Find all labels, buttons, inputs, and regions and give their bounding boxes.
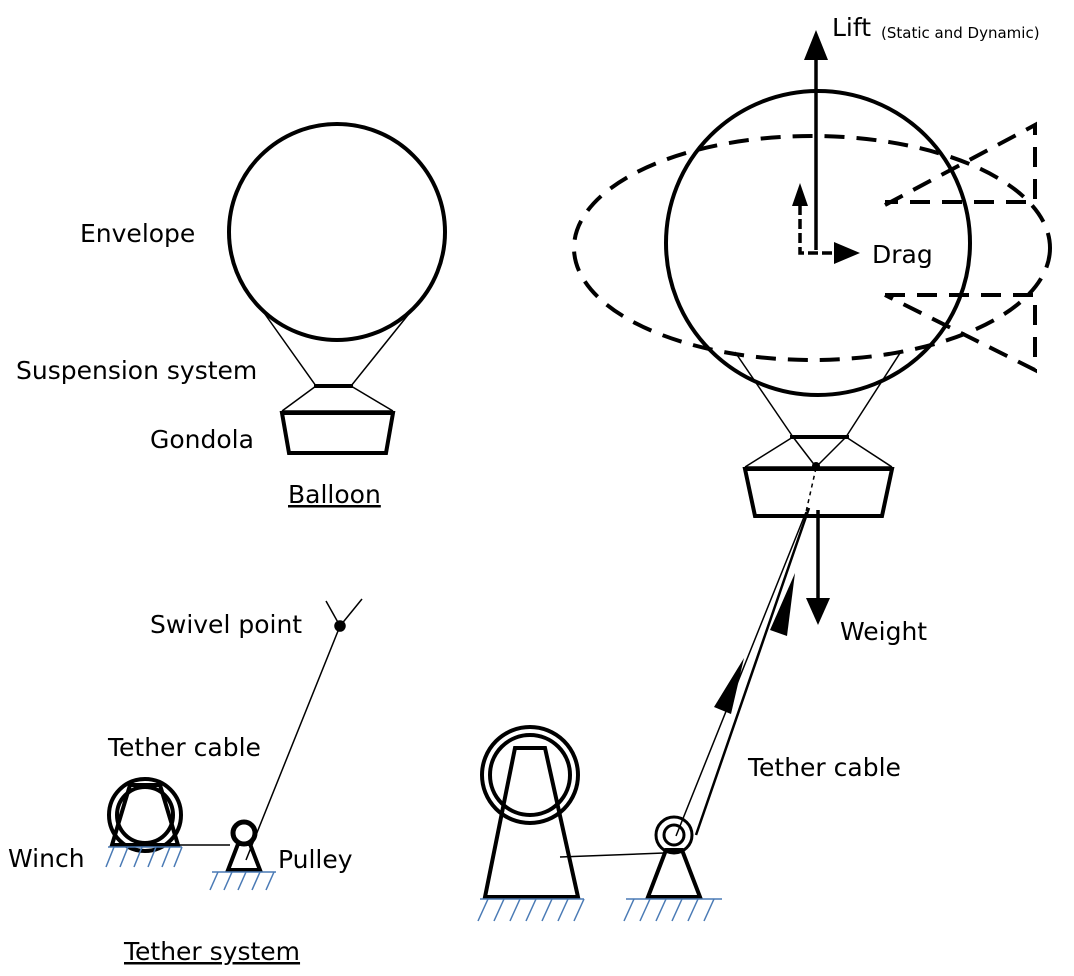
label-lift: Lift (Static and Dynamic): [832, 13, 1040, 42]
caption-tether-system: Tether system: [123, 937, 300, 966]
gondola: [279, 411, 396, 455]
drag-arrow: [792, 183, 860, 264]
suspension-lines-right: [734, 349, 903, 468]
tension-arrow-lower: [714, 658, 744, 714]
balloon-envelope: [227, 122, 447, 342]
label-winch: Winch: [8, 844, 85, 873]
label-suspension-system: Suspension system: [16, 356, 257, 385]
aerostat-outline-dashed: [572, 121, 1052, 374]
winch-to-pulley-cable-right: [559, 852, 665, 858]
tether-cable-right: [675, 467, 817, 837]
tension-arrow-upper: [770, 573, 795, 636]
label-swivel-point: Swivel point: [150, 610, 302, 639]
label-tether-cable-left: Tether cable: [107, 733, 261, 762]
label-envelope: Envelope: [80, 219, 195, 248]
label-tether-cable-right: Tether cable: [747, 753, 901, 782]
label-gondola: Gondola: [150, 425, 254, 454]
label-drag: Drag: [872, 240, 933, 269]
caption-balloon: Balloon: [288, 480, 381, 509]
label-weight: Weight: [840, 617, 927, 646]
swivel-point-right: [812, 462, 820, 470]
tether-cable-line: [245, 625, 341, 861]
lift-arrow: [804, 30, 828, 250]
pulley-small: [225, 819, 263, 872]
winch-large: [480, 725, 581, 899]
balloon-assembly: [227, 122, 447, 455]
ground-hatch-winch-large: [477, 898, 585, 922]
label-lift-note: (Static and Dynamic): [881, 24, 1040, 42]
ground-hatch-winch-small: [105, 846, 183, 868]
pulley-large: [645, 815, 703, 899]
weight-arrow: [806, 510, 830, 625]
balloon-envelope-right: [664, 89, 972, 397]
label-pulley: Pulley: [278, 845, 353, 874]
ground-hatch-pulley-large: [623, 898, 722, 922]
gondola-right: [742, 467, 895, 518]
ground-hatch-pulley-small: [209, 871, 276, 891]
label-lift-main: Lift: [832, 13, 871, 42]
swivel-point: [325, 598, 363, 632]
winch-small: [107, 777, 183, 853]
